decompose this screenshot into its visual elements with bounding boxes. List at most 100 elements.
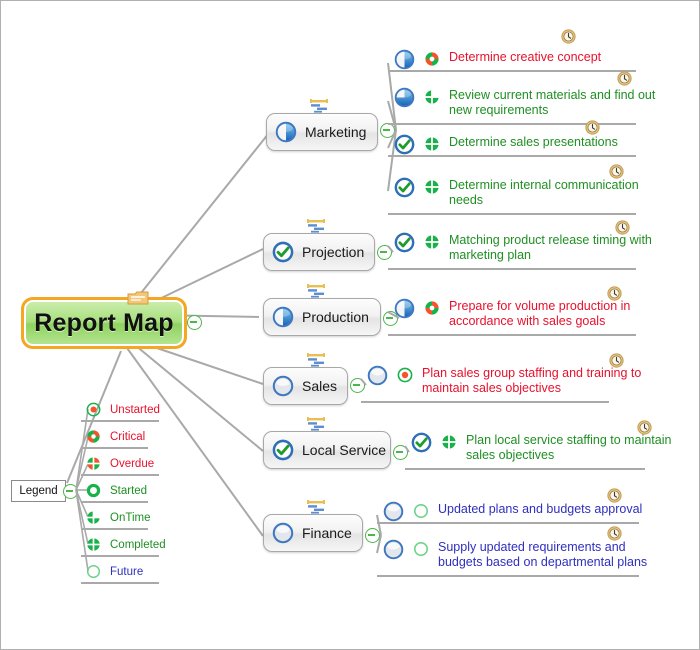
legend-item-label: Future	[110, 565, 144, 578]
task-node-label: Determine sales presentations	[449, 135, 618, 149]
task-node-underline	[388, 268, 636, 270]
completed-marker-icon	[424, 234, 440, 250]
legend-item-critical[interactable]: Critical	[86, 429, 145, 444]
central-node-label: Report Map	[34, 308, 174, 337]
branch-collapse-button[interactable]	[365, 528, 380, 543]
legend-item-underline	[81, 474, 159, 476]
pie-100-icon	[272, 241, 294, 263]
legend-item-underline	[81, 582, 159, 584]
clock-icon	[607, 488, 622, 503]
critical-marker-icon	[86, 429, 101, 444]
clock-icon	[615, 220, 630, 235]
folder-icon	[127, 291, 149, 305]
pie-0-icon	[383, 501, 404, 522]
pie-75-icon	[394, 87, 415, 108]
task-node[interactable]: Supply updated requirements and budgets …	[383, 539, 647, 570]
critical-marker-icon	[424, 300, 440, 316]
pie-50-icon	[272, 306, 294, 328]
pie-0-icon	[272, 522, 294, 544]
branch-node-local-service[interactable]: Local Service	[263, 431, 391, 469]
legend-item-underline	[81, 501, 148, 503]
pie-0-icon	[383, 539, 404, 560]
central-node[interactable]: Report Map	[21, 297, 187, 349]
branch-node-production[interactable]: Production	[263, 298, 381, 336]
task-node[interactable]: Matching product release timing with mar…	[394, 232, 652, 263]
clock-icon	[607, 286, 622, 301]
task-node-label: Determine creative concept	[449, 50, 602, 64]
future-marker-icon	[86, 564, 101, 579]
pie-100-icon	[394, 134, 415, 155]
unstarted-marker-icon	[86, 402, 101, 417]
task-node-label: Matching product release timing with mar…	[449, 233, 652, 262]
legend-item-unstarted[interactable]: Unstarted	[86, 402, 160, 417]
central-collapse-button[interactable]	[187, 315, 202, 330]
task-node[interactable]: Determine internal communication needs	[394, 177, 639, 208]
legend-item-label: Overdue	[110, 457, 155, 470]
branch-node-label: Projection	[302, 244, 365, 260]
task-node-label: Review current materials and find out ne…	[449, 88, 656, 117]
task-node-label: Determine internal communication needs	[449, 178, 639, 207]
task-node-label: Plan local service staffing to maintain …	[466, 433, 672, 462]
branch-node-label: Production	[302, 309, 369, 325]
task-node-underline	[388, 70, 636, 72]
legend-item-underline	[81, 555, 159, 557]
legend-edges	[75, 408, 89, 572]
task-schedule-icon	[303, 284, 329, 298]
clock-icon	[561, 29, 576, 44]
task-schedule-icon	[303, 417, 329, 431]
clock-icon	[585, 120, 600, 135]
task-node-underline	[361, 401, 609, 403]
task-node[interactable]: Updated plans and budgets approval	[383, 501, 642, 522]
pie-0-icon	[367, 365, 388, 386]
branch-node-label: Local Service	[302, 442, 387, 458]
ontime-marker-icon	[424, 89, 440, 105]
legend-item-overdue[interactable]: Overdue	[86, 456, 154, 471]
task-node-underline	[388, 334, 636, 336]
legend-item-label: Started	[110, 484, 148, 497]
task-node[interactable]: Plan sales group staffing and training t…	[367, 365, 641, 396]
legend-item-completed[interactable]: Completed	[86, 537, 166, 552]
legend-item-label: Critical	[110, 430, 146, 443]
future-marker-icon	[413, 503, 429, 519]
clock-icon	[607, 526, 622, 541]
legend-item-underline	[81, 447, 148, 449]
ontime-marker-icon	[86, 510, 101, 525]
branch-node-projection[interactable]: Projection	[263, 233, 375, 271]
task-node-underline	[388, 155, 636, 157]
branch-collapse-button[interactable]	[393, 445, 408, 460]
legend-item-label: OnTime	[110, 511, 151, 524]
branch-collapse-button[interactable]	[377, 245, 392, 260]
branch-node-finance[interactable]: Finance	[263, 514, 363, 552]
task-node-label: Prepare for volume production in accorda…	[449, 299, 631, 328]
completed-marker-icon	[424, 136, 440, 152]
task-node[interactable]: Plan local service staffing to maintain …	[411, 432, 671, 463]
legend-item-ontime[interactable]: OnTime	[86, 510, 150, 525]
task-node[interactable]: Determine creative concept	[394, 49, 601, 70]
legend-node[interactable]: Legend	[11, 480, 66, 502]
branch-node-label: Finance	[302, 525, 352, 541]
completed-marker-icon	[424, 179, 440, 195]
legend-item-future[interactable]: Future	[86, 564, 143, 579]
clock-icon	[617, 71, 632, 86]
task-node[interactable]: Prepare for volume production in accorda…	[394, 298, 630, 329]
clock-icon	[609, 164, 624, 179]
task-node[interactable]: Review current materials and find out ne…	[394, 87, 655, 118]
pie-100-icon	[411, 432, 432, 453]
pie-0-icon	[272, 375, 294, 397]
task-node-underline	[377, 575, 639, 577]
branch-collapse-button[interactable]	[350, 378, 365, 393]
task-node[interactable]: Determine sales presentations	[394, 134, 618, 155]
branch-node-marketing[interactable]: Marketing	[266, 113, 378, 151]
clock-icon	[609, 353, 624, 368]
branch-node-sales[interactable]: Sales	[263, 367, 348, 405]
legend-item-started[interactable]: Started	[86, 483, 147, 498]
critical-marker-icon	[424, 51, 440, 67]
pie-100-icon	[394, 232, 415, 253]
branch-collapse-button[interactable]	[380, 123, 395, 138]
task-node-underline	[388, 123, 636, 125]
branch-node-label: Marketing	[305, 124, 367, 140]
started-marker-icon	[86, 483, 101, 498]
pie-50-icon	[275, 121, 297, 143]
task-node-underline	[388, 213, 636, 215]
